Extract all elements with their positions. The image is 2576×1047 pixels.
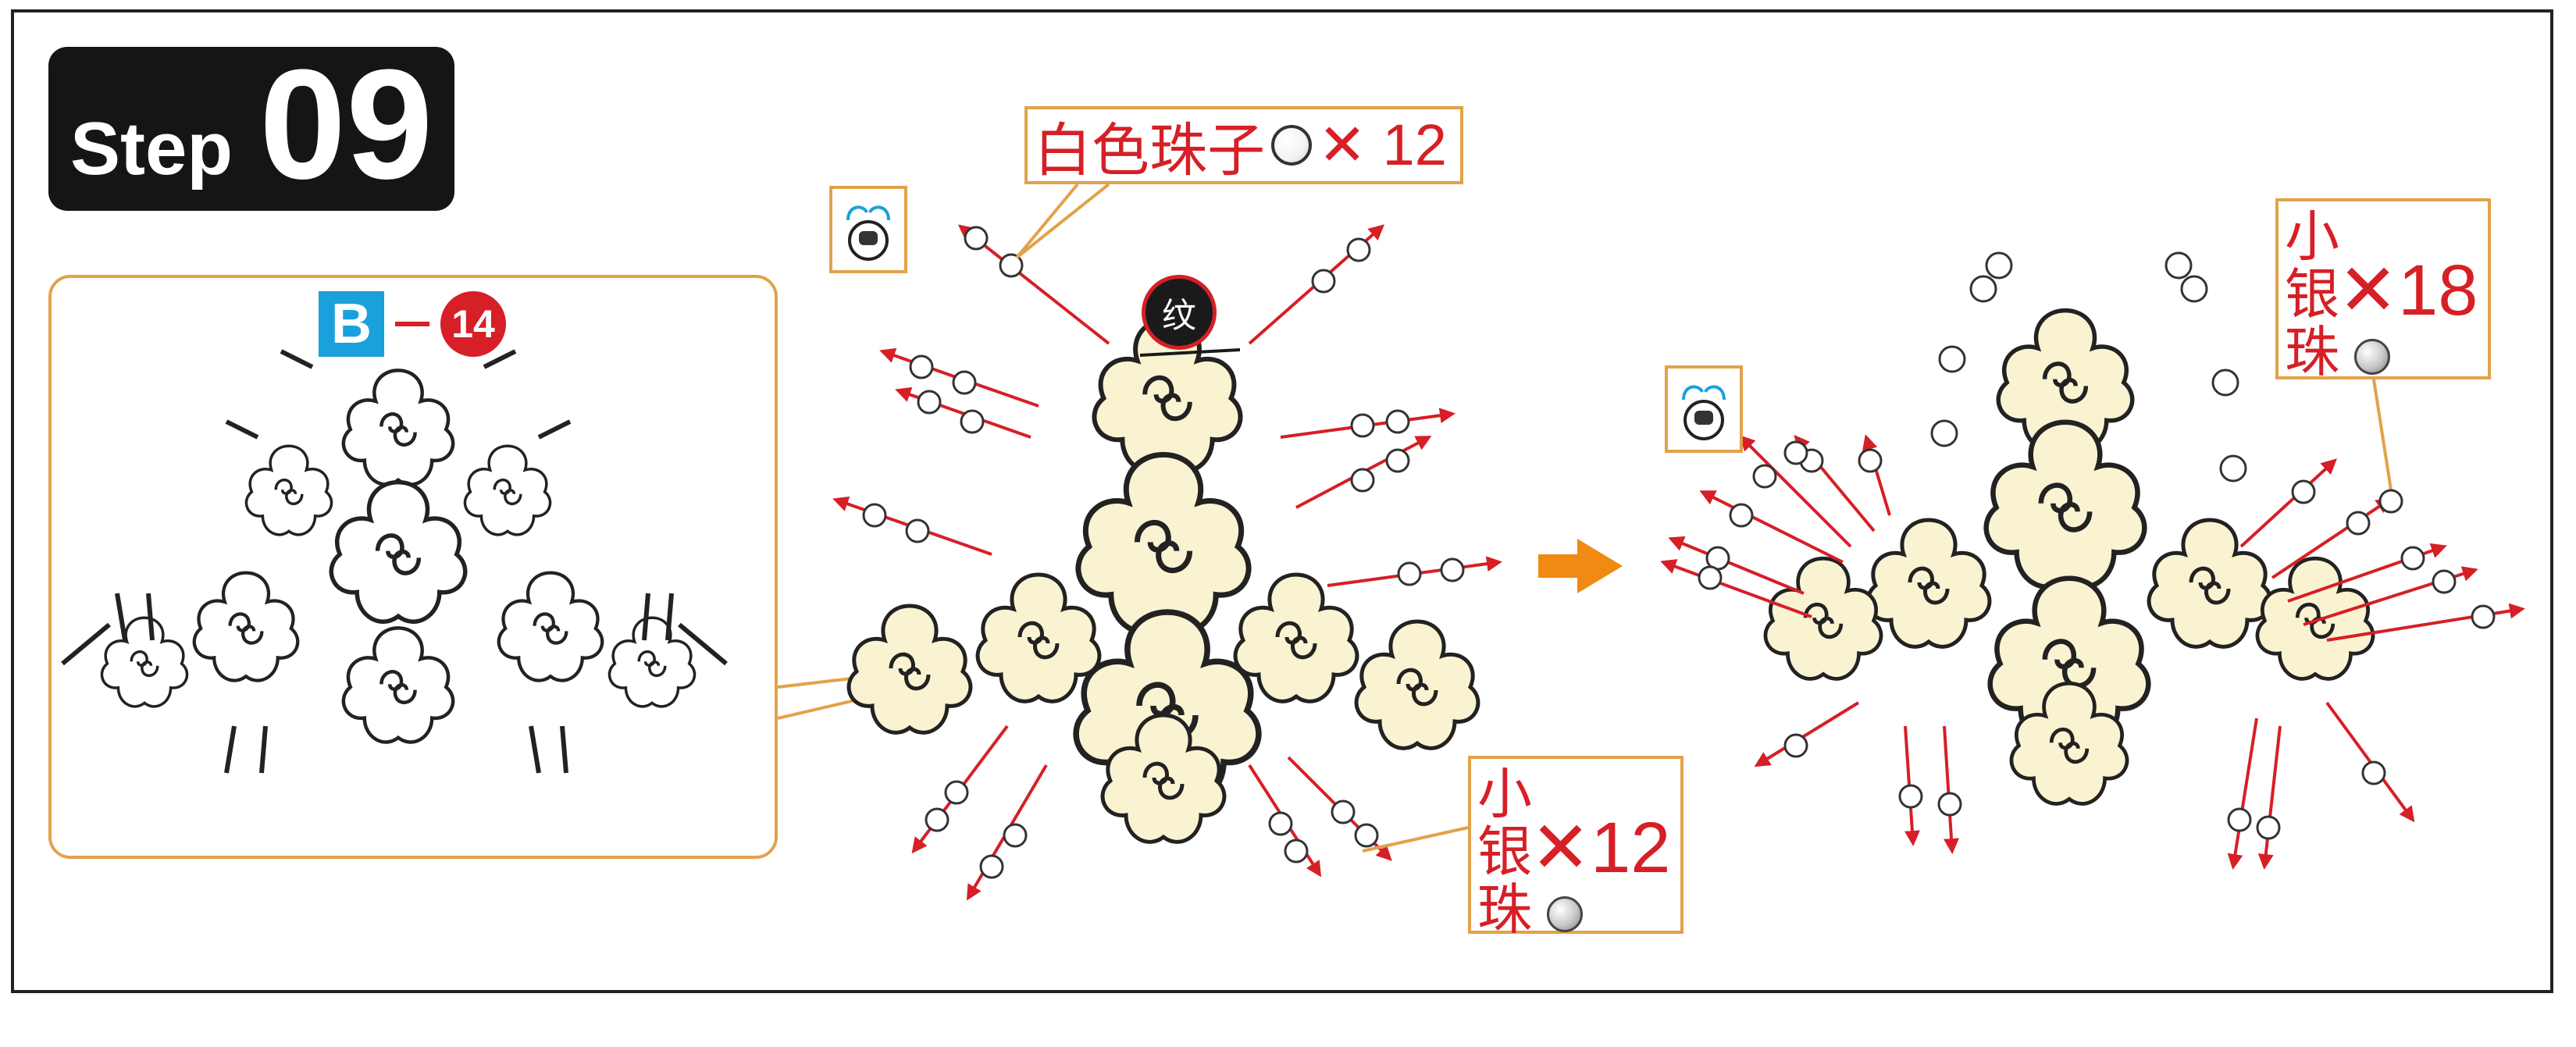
part-label: B 14 [319, 290, 506, 358]
silver-beads-result-label: 小 银 珠 [2285, 206, 2391, 383]
silver-beads-result-quantity: ✕18 [2338, 251, 2478, 330]
label-line: 小 [2285, 206, 2339, 267]
part-b14-outline [61, 349, 728, 774]
silver-beads-result-callout: 小 银 珠 ✕18 [2275, 198, 2491, 383]
result-assembly [1765, 311, 2373, 804]
white-beads-label: 白色珠子 [1034, 117, 1265, 183]
middle-beads [862, 226, 1465, 879]
silver-bead-icon [1547, 896, 1584, 932]
label-line: 珠 [2285, 322, 2339, 383]
white-beads-callout: 白色珠子 ✕ 12 [1024, 106, 1463, 184]
white-bead-icon [1271, 125, 1312, 166]
pattern-mark: 纹 [1142, 275, 1217, 350]
silver-bead-icon [2354, 338, 2391, 375]
label-line: 银 [1477, 821, 1532, 882]
part-letter: B [319, 291, 384, 357]
step-badge: Step 09 [48, 47, 454, 211]
label-line: 珠 [1477, 879, 1532, 940]
bead-insert-icon [829, 186, 907, 273]
right-arrow-icon [1538, 539, 1623, 593]
step-word: Step [70, 107, 233, 191]
step-number: 09 [259, 37, 433, 212]
part-dash [395, 322, 429, 326]
label-line: 小 [1477, 764, 1532, 824]
silver-beads-step-quantity: ✕12 [1530, 808, 1671, 888]
white-beads-quantity: ✕ 12 [1318, 112, 1447, 177]
silver-beads-step-label: 小 银 珠 [1477, 764, 1584, 940]
result-beads [1698, 440, 2496, 840]
silver-beads-step-callout: 小 银 珠 ✕12 [1468, 756, 1683, 938]
bead-insert-icon [1665, 365, 1743, 453]
result-top-beads [1930, 251, 2247, 483]
label-line: 银 [2285, 264, 2339, 325]
part-number: 14 [440, 291, 506, 357]
middle-assembly [849, 319, 1478, 842]
